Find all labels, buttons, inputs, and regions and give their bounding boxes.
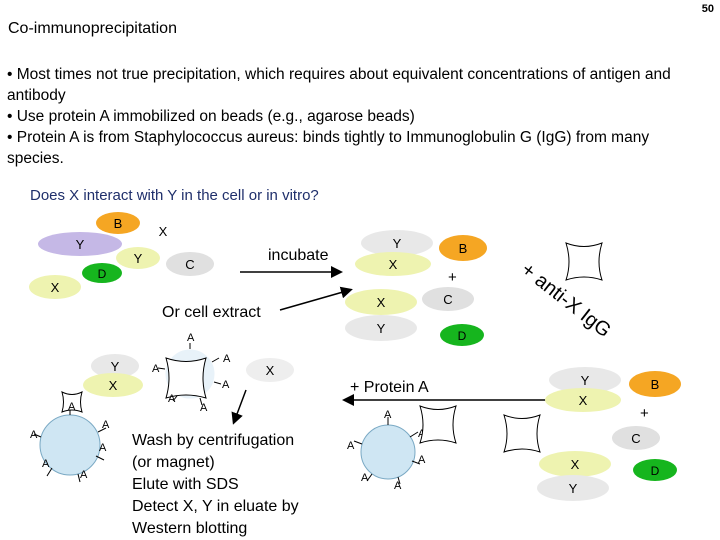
anti-x-igg-label: + anti-X IgG (517, 259, 615, 342)
protein-y (116, 247, 160, 269)
protein-c-label: C (443, 292, 452, 307)
protein-x-label: X (109, 378, 118, 393)
protein-y-label: Y (393, 236, 402, 251)
protein-y (361, 230, 433, 256)
agarose-bead (360, 424, 416, 480)
protein-a-label: A (187, 332, 195, 344)
protein-y (91, 354, 139, 378)
protein-x (246, 358, 294, 382)
protein-a-label: A (80, 469, 88, 481)
protein-x (29, 275, 81, 299)
protein-a-label: A (223, 353, 231, 365)
igg-antibody-icon (565, 242, 603, 281)
protein-x (141, 219, 185, 241)
wash-step: Elute with SDS (132, 476, 239, 493)
protein-y-label: Y (111, 359, 120, 374)
protein-b-label: B (651, 377, 660, 392)
protein-x (83, 373, 143, 397)
protein-x (345, 289, 417, 315)
protein-x-label: X (377, 295, 386, 310)
wash-step: Western blotting (132, 520, 248, 537)
slide-title: Co-immunoprecipitation (8, 20, 177, 37)
protein-a-label: A (384, 409, 392, 421)
cell-extract-label: Or cell extract (162, 304, 261, 321)
protein-a-label: A (168, 393, 176, 405)
protein-a-label: A (347, 440, 355, 452)
protein-a-label: A (200, 402, 208, 414)
protein-a-label: A (42, 458, 50, 470)
protein-a-spikes (157, 343, 222, 406)
wash-instructions: Wash by centrifugation (or magnet) Elute… (132, 430, 299, 540)
protein-y (345, 315, 417, 341)
protein-d (440, 324, 484, 346)
wash-arrow (231, 389, 247, 425)
protein-a-spikes (353, 417, 421, 485)
plus-sign: + (448, 269, 457, 286)
cell-extract-arrow (279, 286, 353, 311)
protein-c (422, 287, 474, 311)
igg-antibody-icon (419, 405, 457, 444)
bullet-item: • Protein A is from Staphylococcus aureu… (7, 129, 650, 167)
protein-y (537, 475, 609, 501)
protein-y-label: Y (377, 321, 386, 336)
protein-x (539, 451, 611, 477)
wash-step: Wash by centrifugation (132, 432, 295, 449)
bullet-list: • Most times not true precipitation, whi… (7, 64, 707, 169)
question-text: Does X interact with Y in the cell or in… (30, 187, 319, 204)
protein-a-label: A (361, 472, 369, 484)
protein-a-label: + Protein A (350, 379, 429, 396)
protein-b-label: B (459, 241, 468, 256)
protein-y-purple (38, 232, 122, 256)
protein-a-label: A (418, 454, 426, 466)
protein-x-label: X (571, 457, 580, 472)
igg-antibody-icon (61, 391, 83, 413)
plus-sign: + (640, 405, 649, 422)
protein-x-label: X (389, 257, 398, 272)
protein-x-label: X (266, 363, 275, 378)
protein-b-label: B (114, 216, 123, 231)
protein-a-label: A (99, 442, 107, 454)
protein-y-label: Y (134, 251, 143, 266)
protein-b (439, 235, 487, 261)
protein-a-label: A (68, 401, 76, 413)
bullet-item: • Most times not true precipitation, whi… (7, 66, 671, 104)
protein-d-label: D (458, 329, 467, 343)
protein-c-label: C (185, 257, 194, 272)
igg-antibody-icon (503, 414, 541, 453)
protein-c (612, 426, 660, 450)
protein-x (355, 252, 431, 276)
protein-y (549, 367, 621, 393)
protein-a-label: A (152, 363, 160, 375)
protein-y-label: Y (581, 373, 590, 388)
page-number: 50 (701, 3, 714, 15)
protein-x-label: X (579, 393, 588, 408)
protein-x-label: X (51, 280, 60, 295)
protein-x-label: X (159, 224, 168, 239)
wash-step: (or magnet) (132, 454, 215, 471)
protein-d-label: D (651, 464, 660, 478)
protein-a-label: A (222, 379, 230, 391)
protein-d (82, 263, 122, 283)
wash-step: Detect X, Y in eluate by (132, 498, 299, 515)
protein-a-label: A (394, 480, 402, 492)
protein-y-label: Y (76, 237, 85, 252)
protein-b (629, 371, 681, 397)
protein-d-label: D (98, 267, 107, 281)
protein-d (633, 459, 677, 481)
igg-antibody-icon (165, 357, 207, 399)
incubate-label: incubate (268, 247, 329, 264)
protein-a-label: A (102, 419, 110, 431)
bullet-item: • Use protein A immobilized on beads (e.… (7, 108, 415, 125)
protein-a-label: A (30, 429, 38, 441)
protein-x (545, 388, 621, 412)
protein-y-label: Y (569, 481, 578, 496)
protein-b (96, 212, 140, 234)
protein-c-label: C (631, 431, 640, 446)
protein-c (166, 252, 214, 276)
